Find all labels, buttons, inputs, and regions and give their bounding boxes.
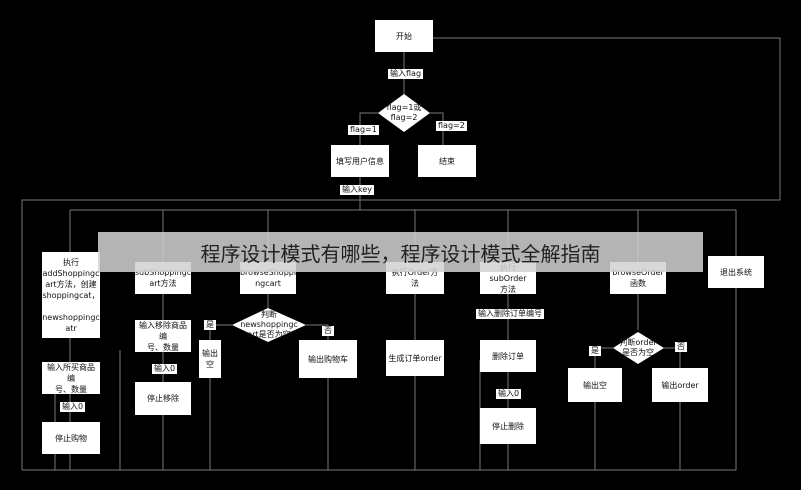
banner-text: 程序设计模式有哪些，程序设计模式全解指南 <box>200 241 601 266</box>
stop-remove-node: 停止移除 <box>135 382 191 415</box>
stop-delete-node: 停止删除 <box>480 408 536 444</box>
label-yes-b: 是 <box>589 346 601 356</box>
label-yes-a: 是 <box>204 320 216 330</box>
input-product-node: 输入所买商品编 号、数量 <box>42 362 100 394</box>
generate-order-node: 生成订单order <box>386 340 444 376</box>
add-shopping-node: 执行 addShoppingc art方法，创建 shoppingcat， ne… <box>42 252 100 338</box>
decision-flag-text: flag=1或 flag=2 <box>386 103 422 122</box>
output-order-node: 输出order <box>652 368 708 402</box>
decision-cart-diamond <box>232 308 306 342</box>
label-input0-b: 输入0 <box>152 364 178 374</box>
label-no-b: 否 <box>675 342 687 352</box>
label-input-key: 输入key <box>340 185 375 195</box>
delete-order-node: 删除订单 <box>480 340 536 372</box>
decision-order-diamond <box>613 332 664 364</box>
fill-user-node: 填写用户信息 <box>331 145 389 177</box>
label-input0-a: 输入0 <box>60 402 86 412</box>
label-input-delete-no: 输入删除订单编号 <box>476 309 544 319</box>
output-empty-cart-node: 输出 空 <box>199 340 221 378</box>
decision-cart-text: 判断 newshoppingc art是否为空 <box>240 310 298 339</box>
output-cart-node: 输出购物车 <box>299 340 357 378</box>
label-input-flag: 输入flag <box>388 69 424 79</box>
start-node: 开始 <box>375 20 433 52</box>
exit-system-node: 退出系统 <box>708 256 764 288</box>
label-no-a: 否 <box>322 326 334 336</box>
decision-order-text: 判断order 是否为空 <box>619 338 657 357</box>
title-banner: 程序设计模式有哪些，程序设计模式全解指南 <box>98 232 703 272</box>
decision-flag-diamond <box>378 94 430 132</box>
stop-buy-node: 停止购物 <box>42 422 100 454</box>
end-node: 结束 <box>418 145 476 177</box>
input-remove-node: 输入移除商品编 号、数量 <box>135 320 191 352</box>
label-flag1: flag=1 <box>348 125 379 135</box>
output-empty-order-node: 输出空 <box>568 368 622 402</box>
label-flag2: flag=2 <box>436 121 467 131</box>
label-input0-c: 输入0 <box>496 389 522 399</box>
